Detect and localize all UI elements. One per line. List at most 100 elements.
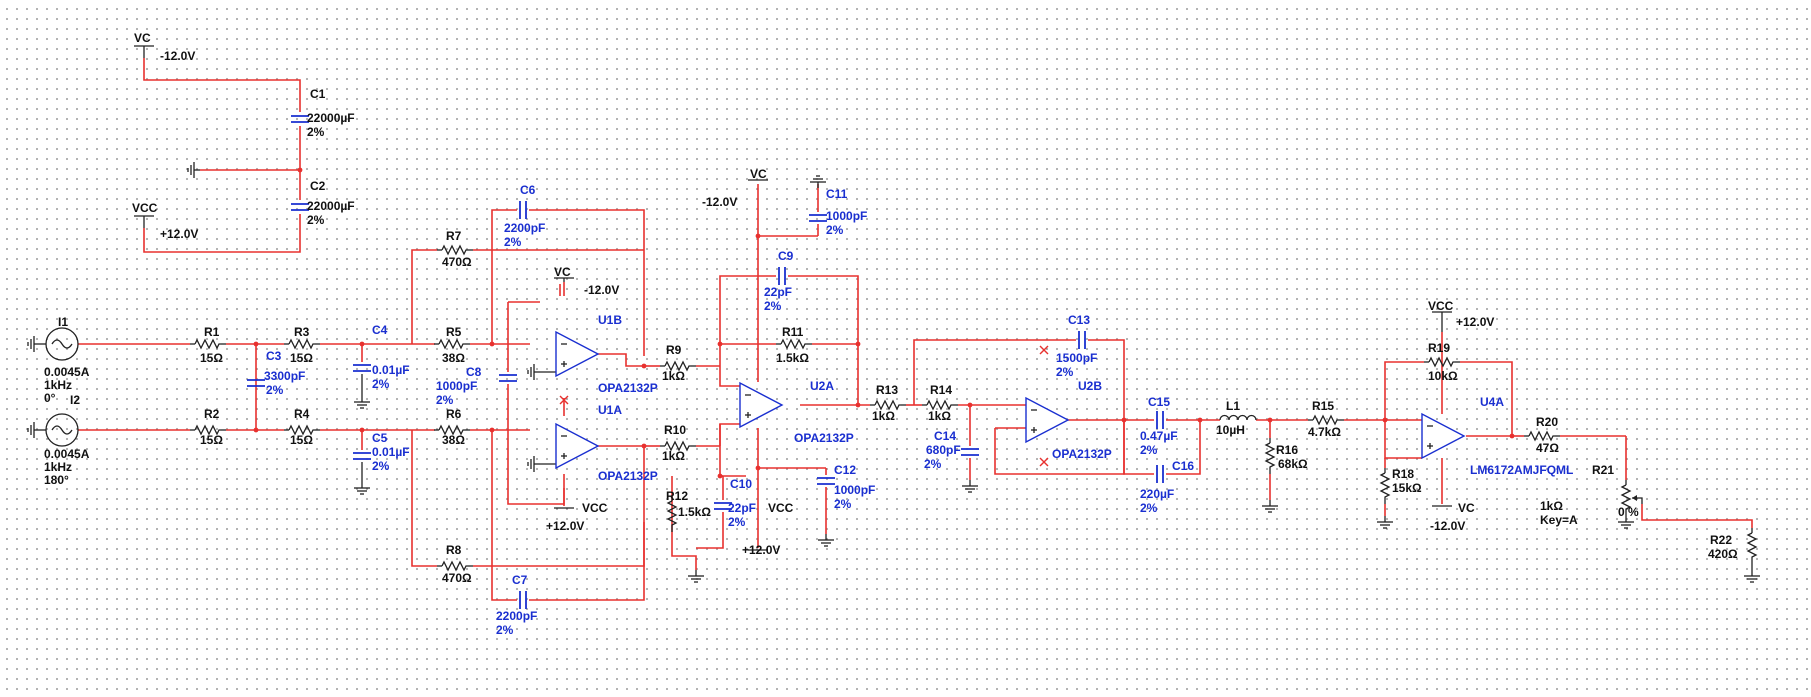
u4-vcc-label: VCC (1428, 299, 1454, 313)
c11-value: 1000pF (826, 209, 867, 223)
c9-ref: C9 (778, 249, 794, 263)
c2-tol: 2% (307, 213, 325, 227)
r19-value: 10kΩ (1428, 369, 1458, 383)
rail-vc-label: VC (134, 31, 151, 45)
c12-tol: 2% (834, 497, 852, 511)
r22-value: 420Ω (1708, 547, 1738, 561)
u2-pos-label: +12.0V (742, 543, 780, 557)
u2-vc-label: VC (750, 167, 767, 181)
r12-value: 1.5kΩ (678, 505, 711, 519)
r13-value: 1kΩ (872, 409, 895, 423)
c9-tol: 2% (764, 299, 782, 313)
r10-value: 1kΩ (662, 449, 685, 463)
c2-ref: C2 (310, 179, 326, 193)
r18-value: 15kΩ (1392, 481, 1422, 495)
c8-value: 1000pF (436, 379, 477, 393)
r21-percent: 0 % (1618, 505, 1639, 519)
opamp-u1a-symbol (555, 423, 599, 469)
current-source-i2-symbol (27, 413, 79, 447)
c1-tol: 2% (307, 125, 325, 139)
c12-ref: C12 (834, 463, 856, 477)
c10-tol: 2% (728, 515, 746, 529)
u2-vcc-label: VCC (768, 501, 794, 515)
c14-value: 680pF (926, 443, 961, 457)
opamp-u2b-symbol (1025, 397, 1069, 443)
r13-ref: R13 (876, 383, 898, 397)
c1-ref: C1 (310, 87, 326, 101)
symbols (27, 45, 1761, 610)
c3-ref: C3 (266, 349, 282, 363)
r9-ref: R9 (666, 343, 682, 357)
r3-ref: R3 (294, 325, 310, 339)
c5-value: 0.01µF (372, 445, 410, 459)
c16-value: 220µF (1140, 487, 1174, 501)
c7-value: 2200pF (496, 609, 537, 623)
c8-ref: C8 (466, 365, 482, 379)
u4-pos-label: +12.0V (1456, 315, 1494, 329)
u2b-part: OPA2132P (1052, 447, 1112, 461)
potentiometer-r21-symbol (1617, 479, 1643, 529)
r21-ref: R21 (1592, 463, 1614, 477)
c6-value: 2200pF (504, 221, 545, 235)
c3-value: 3300pF (264, 369, 305, 383)
c4-value: 0.01µF (372, 363, 410, 377)
c13-tol: 2% (1056, 365, 1074, 379)
c14-ref: C14 (934, 429, 956, 443)
r10-ref: R10 (664, 423, 686, 437)
wire-net (78, 58, 1753, 601)
i2-amp: 0.0045A (44, 447, 90, 461)
r7-ref: R7 (446, 229, 462, 243)
i2-freq: 1kHz (44, 460, 72, 474)
i1-amp: 0.0045A (44, 365, 90, 379)
r12-ref: R12 (666, 489, 688, 503)
rail-vcc-label: VCC (132, 201, 158, 215)
c1-value: 22000µF (307, 111, 355, 125)
c13-value: 1500pF (1056, 351, 1097, 365)
u1a-part: OPA2132P (598, 469, 658, 483)
l1-value: 10µH (1216, 423, 1245, 437)
c9-value: 22pF (764, 285, 792, 299)
i1-freq: 1kHz (44, 378, 72, 392)
rail-pos-label: +12.0V (160, 227, 198, 241)
c14-tol: 2% (924, 457, 942, 471)
c7-tol: 2% (496, 623, 514, 637)
c15-tol: 2% (1140, 443, 1158, 457)
labels: VC -12.0V VCC +12.0V C1 22000µF 2% C2 22… (44, 31, 1738, 637)
c11-tol: 2% (826, 223, 844, 237)
r19-ref: R19 (1428, 341, 1450, 355)
opamp-u4a-symbol (1421, 413, 1465, 459)
u1-neg-label: -12.0V (584, 283, 619, 297)
r22-ref: R22 (1710, 533, 1732, 547)
c11-ref: C11 (826, 187, 848, 201)
r4-ref: R4 (294, 407, 310, 421)
c2-value: 22000µF (307, 199, 355, 213)
i1-ref: I1 (58, 315, 68, 329)
r14-value: 1kΩ (928, 409, 951, 423)
r21-value: 1kΩ (1540, 499, 1563, 513)
c7-ref: C7 (512, 573, 528, 587)
r18-ref: R18 (1392, 467, 1414, 481)
r2-ref: R2 (204, 407, 220, 421)
r3-value: 15Ω (290, 351, 313, 365)
r6-value: 38Ω (442, 433, 465, 447)
r5-ref: R5 (446, 325, 462, 339)
c16-tol: 2% (1140, 501, 1158, 515)
r6-ref: R6 (446, 407, 462, 421)
u4a-part: LM6172AMJFQML (1470, 463, 1573, 477)
r8-value: 470Ω (442, 571, 472, 585)
c5-ref: C5 (372, 431, 388, 445)
u1b-part: OPA2132P (598, 381, 658, 395)
c4-ref: C4 (372, 323, 388, 337)
u1b-ref: U1B (598, 313, 622, 327)
l1-ref: L1 (1226, 399, 1240, 413)
r4-value: 15Ω (290, 433, 313, 447)
c12-value: 1000pF (834, 483, 875, 497)
r1-value: 15Ω (200, 351, 223, 365)
r2-value: 15Ω (200, 433, 223, 447)
i2-ref: I2 (70, 393, 80, 407)
u4-vc-label: VC (1458, 501, 1475, 515)
r15-value: 4.7kΩ (1308, 425, 1341, 439)
r21-key: Key=A (1540, 513, 1578, 527)
r15-ref: R15 (1312, 399, 1334, 413)
